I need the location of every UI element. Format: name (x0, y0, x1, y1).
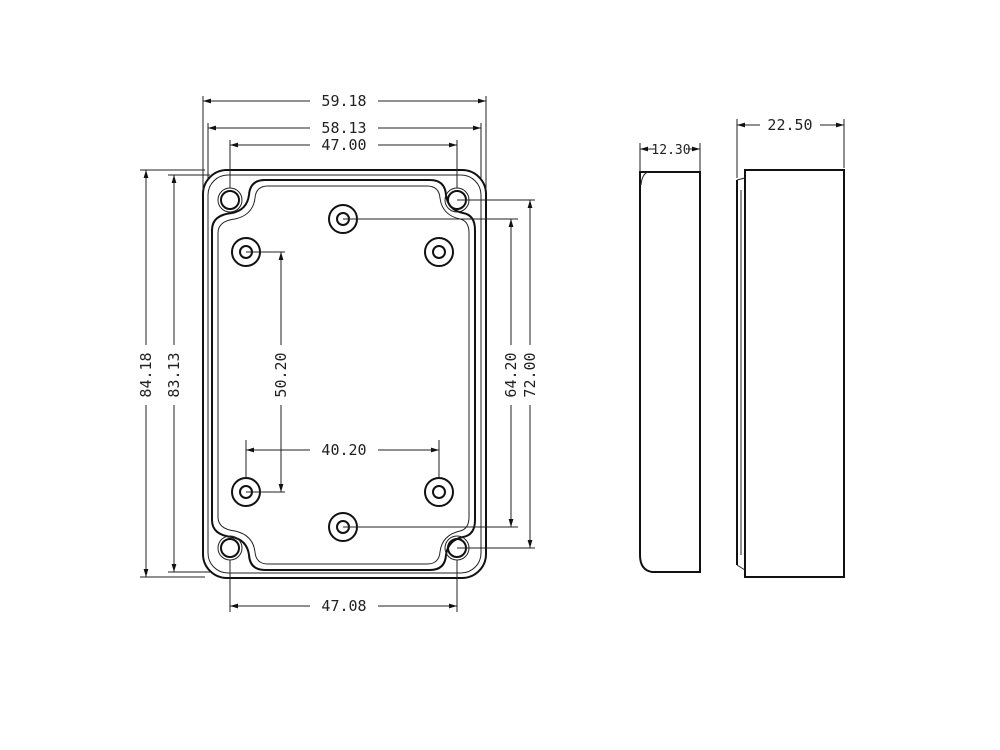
front-view (202, 169, 487, 579)
dim-hole-spacing-bottom: 47.08 (321, 597, 366, 615)
dim-boss-spacing-horizontal: 40.20 (321, 441, 366, 459)
corner-hole-top-left (217, 187, 243, 213)
enclosure-rim-outline (207, 174, 482, 574)
base-side-view: 22.50 (736, 116, 845, 578)
dim-width-outer: 59.18 (321, 92, 366, 110)
boss-upper-right (424, 237, 454, 267)
corner-hole-bottom-left (217, 535, 243, 561)
dim-height-inner: 83.13 (165, 352, 183, 397)
front-view-dimensions: 59.18 58.13 47.00 47.08 84.18 83.13 (137, 92, 539, 615)
dim-boss-spacing-vertical: 50.20 (272, 352, 290, 397)
base-side-outline (744, 169, 845, 578)
lid-side-outline (639, 171, 701, 573)
dim-hole-spacing-top: 47.00 (321, 136, 366, 154)
boss-lower-right (424, 477, 454, 507)
dim-lid-depth: 12.30 (651, 143, 690, 158)
dim-width-inner: 58.13 (321, 119, 366, 137)
dim-height-outer: 84.18 (137, 352, 155, 397)
enclosure-gasket-outer (211, 179, 476, 571)
dim-hole-spacing-vertical: 72.00 (521, 352, 539, 397)
lid-side-view: 12.30 (639, 143, 701, 573)
enclosure-outer-outline (202, 169, 487, 579)
dim-boss-spacing-center: 64.20 (502, 352, 520, 397)
dim-base-depth: 22.50 (767, 116, 812, 134)
